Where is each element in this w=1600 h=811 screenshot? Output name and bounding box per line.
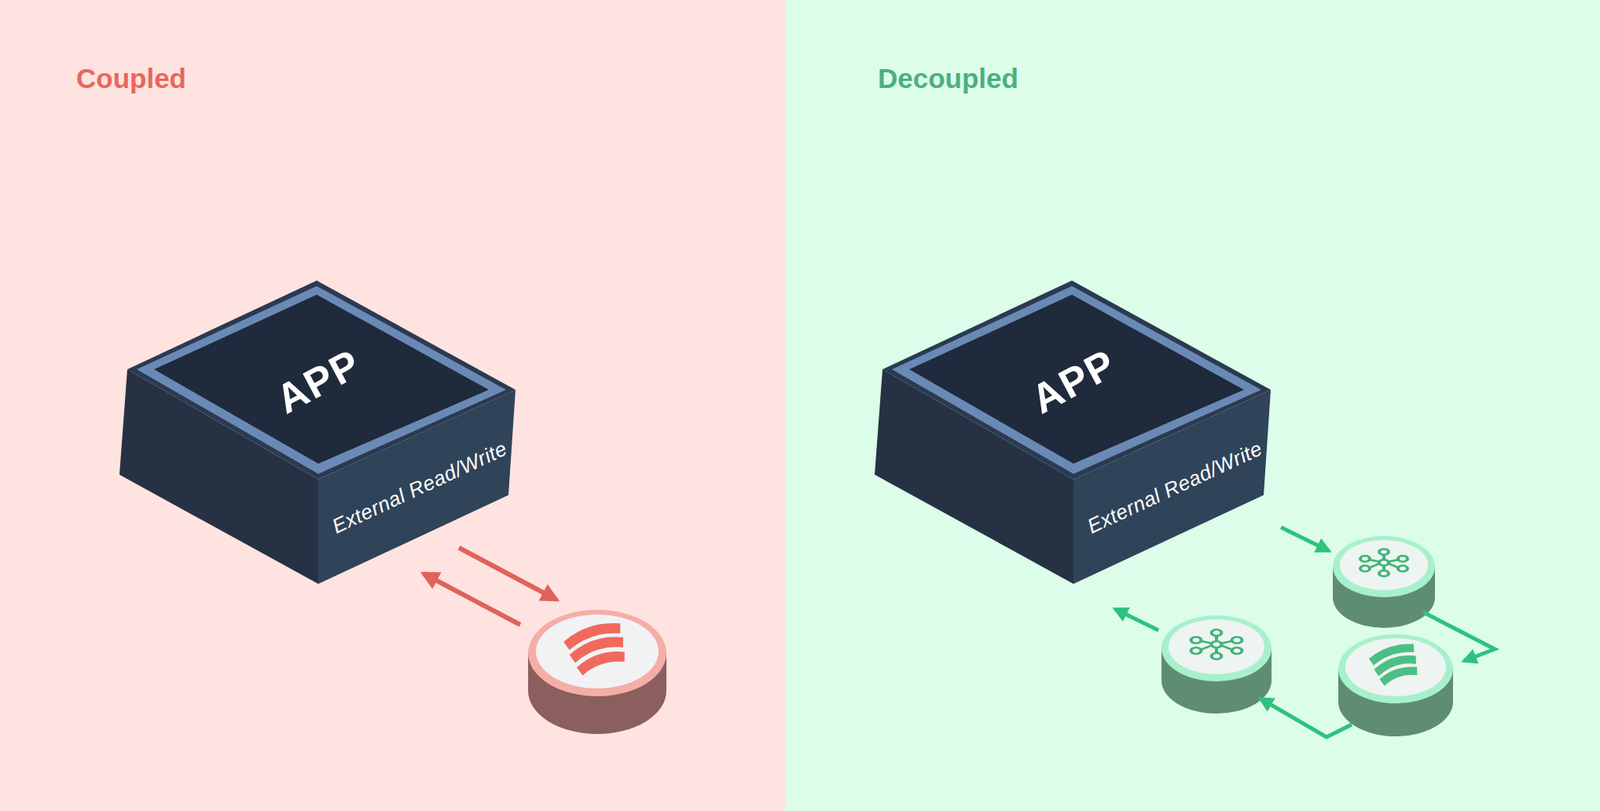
database-disc	[528, 609, 667, 734]
database-disc	[1338, 634, 1454, 737]
kafka-disc	[1161, 615, 1272, 714]
panel-heading: Coupled	[76, 62, 187, 95]
app-box-illustration	[116, 276, 522, 591]
decoupled-panel	[785, 0, 1600, 811]
flow-arrows	[1115, 527, 1495, 738]
kafka-disc	[1332, 535, 1435, 628]
app-box: APPExternal Read/Write	[871, 276, 1277, 591]
panel-heading: Decoupled	[877, 62, 1019, 95]
coupled-panel	[0, 0, 786, 811]
read-arrow	[423, 573, 521, 625]
app-box-illustration	[871, 276, 1277, 591]
write-arrow	[458, 547, 557, 600]
app-box: APPExternal Read/Write	[116, 276, 522, 591]
